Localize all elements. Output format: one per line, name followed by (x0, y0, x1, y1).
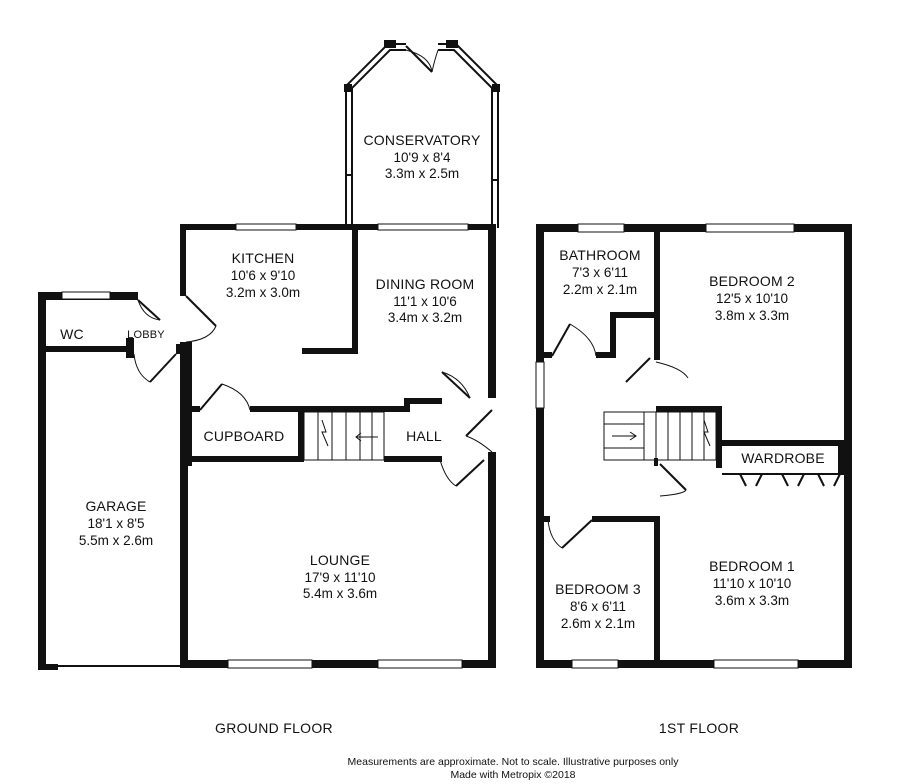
garage-imperial: 18'1 x 8'5 (88, 516, 145, 531)
cupboard-name: CUPBOARD (204, 428, 285, 444)
lobby-name: LOBBY (127, 329, 165, 341)
conservatory-structure (344, 40, 500, 228)
bathroom-name: BATHROOM (559, 247, 640, 263)
bedroom1-metric: 3.6m x 3.3m (715, 593, 789, 608)
kitchen-metric: 3.2m x 3.0m (226, 285, 300, 300)
first-floor-plan (535, 223, 852, 669)
wardrobe-name: WARDROBE (741, 450, 825, 466)
bedroom3-imperial: 8'6 x 6'11 (570, 599, 626, 614)
dining-room-name: DINING ROOM (376, 276, 475, 292)
lounge-name: LOUNGE (310, 552, 370, 568)
bedroom2-imperial: 12'5 x 10'10 (716, 291, 788, 306)
kitchen-imperial: 10'6 x 9'10 (231, 268, 295, 283)
bedroom1-imperial: 11'10 x 10'10 (713, 576, 791, 591)
dining-room-metric: 3.4m x 3.2m (388, 310, 462, 325)
conservatory-imperial: 10'9 x 8'4 (394, 150, 451, 165)
kitchen-name: KITCHEN (232, 250, 295, 266)
dining-room-imperial: 11'1 x 10'6 (393, 294, 456, 309)
lounge-metric: 5.4m x 3.6m (303, 586, 377, 601)
hall-name: HALL (406, 428, 442, 444)
bedroom2-metric: 3.8m x 3.3m (715, 308, 789, 323)
first-floor-label: 1ST FLOOR (659, 720, 739, 736)
credit-text: Made with Metropix ©2018 (450, 769, 575, 781)
conservatory-metric: 3.3m x 2.5m (385, 166, 459, 181)
wc-name: WC (60, 326, 84, 342)
bedroom3-name: BEDROOM 3 (555, 581, 641, 597)
lounge-imperial: 17'9 x 11'10 (305, 570, 376, 585)
bedroom2-name: BEDROOM 2 (709, 273, 795, 289)
bedroom3-metric: 2.6m x 2.1m (561, 616, 635, 631)
room-labels: CONSERVATORY 10'9 x 8'4 3.3m x 2.5m KITC… (60, 132, 825, 631)
bathroom-imperial: 7'3 x 6'11 (572, 265, 628, 280)
bedroom1-name: BEDROOM 1 (709, 558, 795, 574)
ground-floor-label: GROUND FLOOR (215, 720, 333, 736)
bathroom-metric: 2.2m x 2.1m (563, 282, 637, 297)
ground-floor-plan (38, 40, 500, 670)
ground-floor-stairs (303, 411, 385, 461)
first-floor-stairs (603, 411, 717, 461)
garage-metric: 5.5m x 2.6m (79, 533, 153, 548)
conservatory-name: CONSERVATORY (363, 132, 480, 148)
disclaimer-text: Measurements are approximate. Not to sca… (348, 756, 680, 768)
garage-name: GARAGE (85, 498, 146, 514)
